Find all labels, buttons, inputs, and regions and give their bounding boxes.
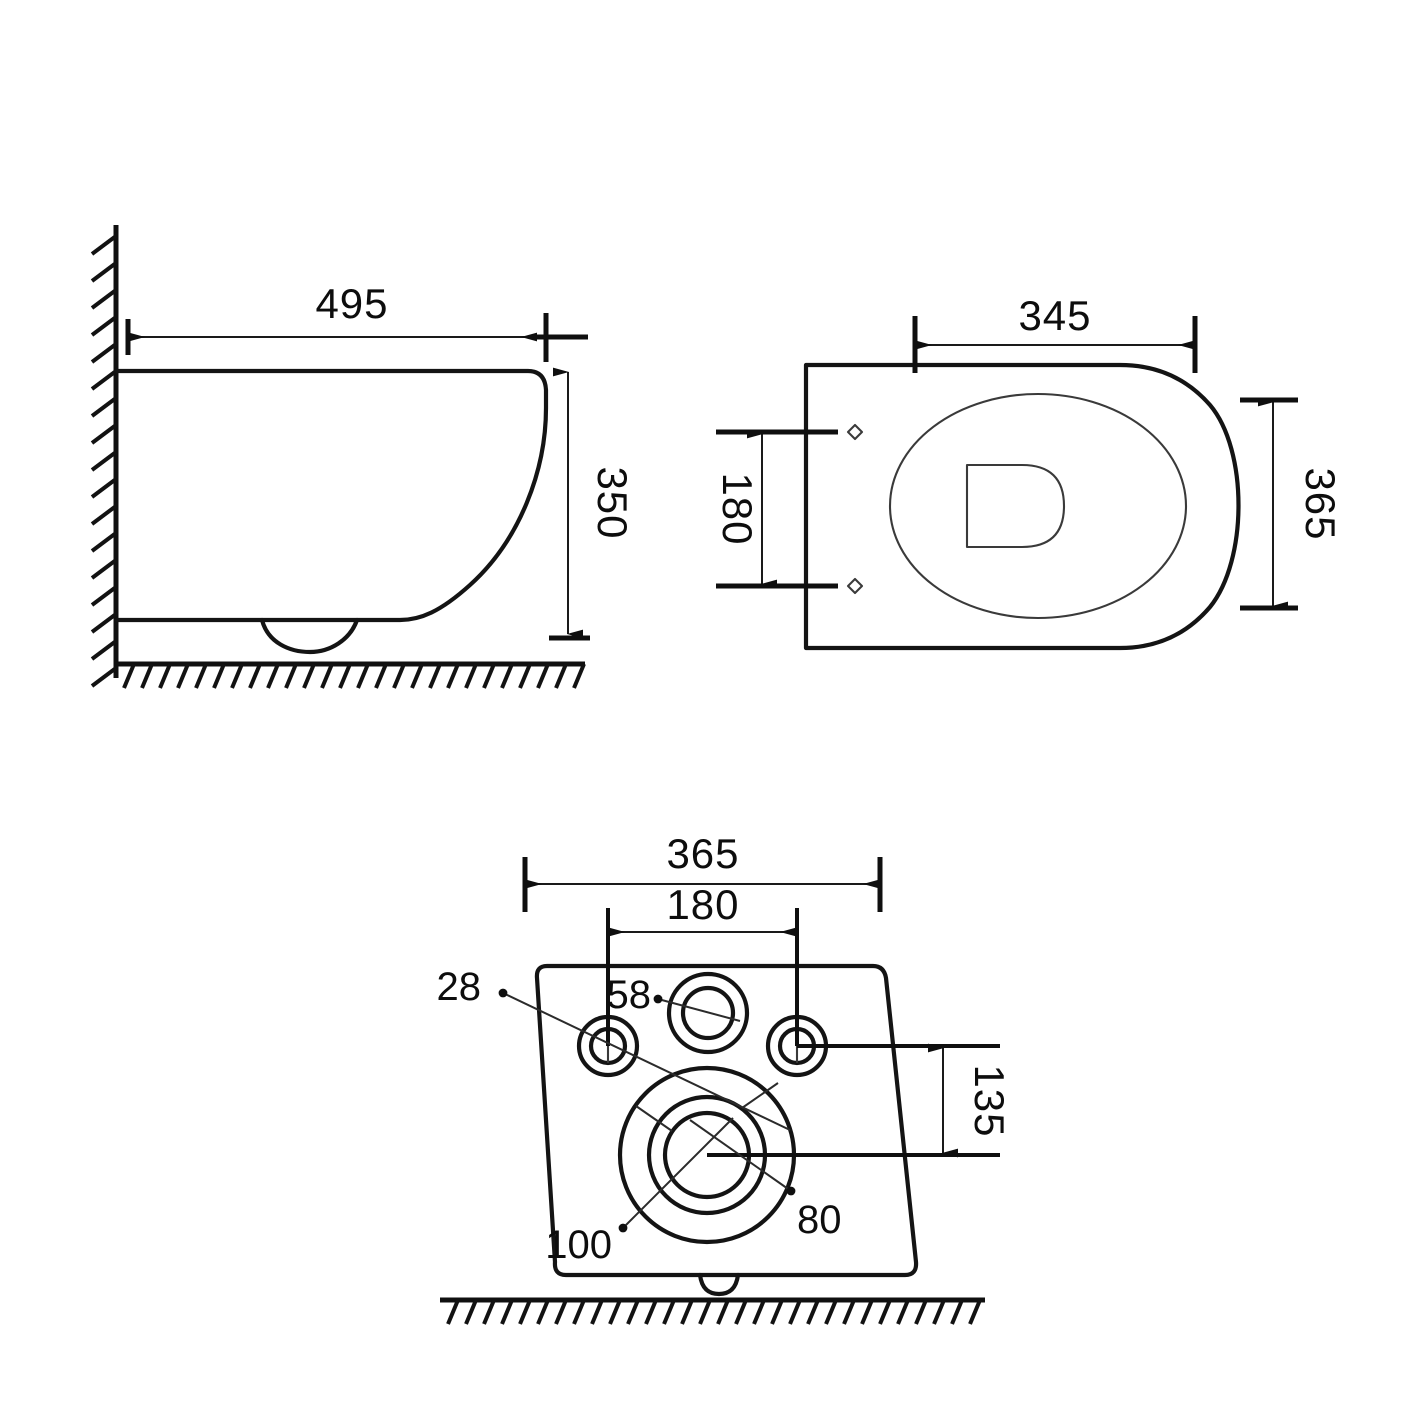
seat-outline bbox=[803, 362, 1241, 651]
fixing-hole-lower bbox=[846, 577, 864, 595]
water-inlet-outer bbox=[666, 971, 750, 1055]
dim-350: 350 bbox=[549, 367, 636, 641]
dim-135: 135 bbox=[928, 1043, 1013, 1158]
dim-495-label: 495 bbox=[315, 280, 388, 327]
bowl-inner-oval bbox=[888, 392, 1188, 620]
toilet-side-profile bbox=[114, 368, 549, 623]
outlet-centre-diag-right bbox=[741, 1082, 779, 1109]
dim-180-plan: 180 bbox=[714, 429, 838, 589]
dim-350-label: 350 bbox=[589, 466, 636, 539]
fixing-hole-upper bbox=[846, 423, 864, 441]
dim-58-label: 58 bbox=[607, 973, 652, 1017]
dim-365-rear-label: 365 bbox=[666, 830, 739, 877]
dim-365-plan: 365 bbox=[1240, 397, 1344, 611]
side-elevation-view: 495 350 bbox=[90, 225, 636, 689]
dim-180-plan-label: 180 bbox=[714, 472, 761, 545]
dim-180-rear: 180 bbox=[609, 881, 796, 937]
dim-28-label: 28 bbox=[437, 965, 482, 1009]
leader-100: 100 bbox=[545, 1117, 734, 1267]
dim-100-label: 100 bbox=[545, 1223, 612, 1267]
bowl-opening-d-shape bbox=[965, 463, 1066, 549]
bowl-base-dip bbox=[259, 617, 360, 655]
rear-bottom-nub bbox=[697, 1272, 741, 1297]
dim-345-label: 345 bbox=[1018, 292, 1091, 339]
leader-80: 80 bbox=[689, 1119, 842, 1242]
dim-365-rear: 365 bbox=[522, 830, 883, 912]
water-inlet-inner bbox=[680, 985, 736, 1041]
rear-body-outline bbox=[534, 963, 919, 1278]
plan-view: 345 365 180 bbox=[714, 292, 1344, 651]
wall-hatching bbox=[90, 234, 118, 688]
dim-80-label: 80 bbox=[797, 1198, 842, 1242]
dim-345: 345 bbox=[912, 292, 1198, 373]
dim-365-plan-label: 365 bbox=[1297, 467, 1344, 540]
dim-135-label: 135 bbox=[966, 1064, 1013, 1137]
floor-hatching bbox=[122, 663, 586, 689]
dim-495: 495 bbox=[125, 280, 588, 362]
rear-view: 365 180 135 28 58 bbox=[437, 830, 1013, 1325]
dim-180-rear-label: 180 bbox=[666, 881, 739, 928]
leader-58: 58 bbox=[607, 973, 741, 1022]
rear-floor-hatching bbox=[446, 1299, 982, 1325]
outlet-centre-diag-left bbox=[635, 1105, 673, 1132]
